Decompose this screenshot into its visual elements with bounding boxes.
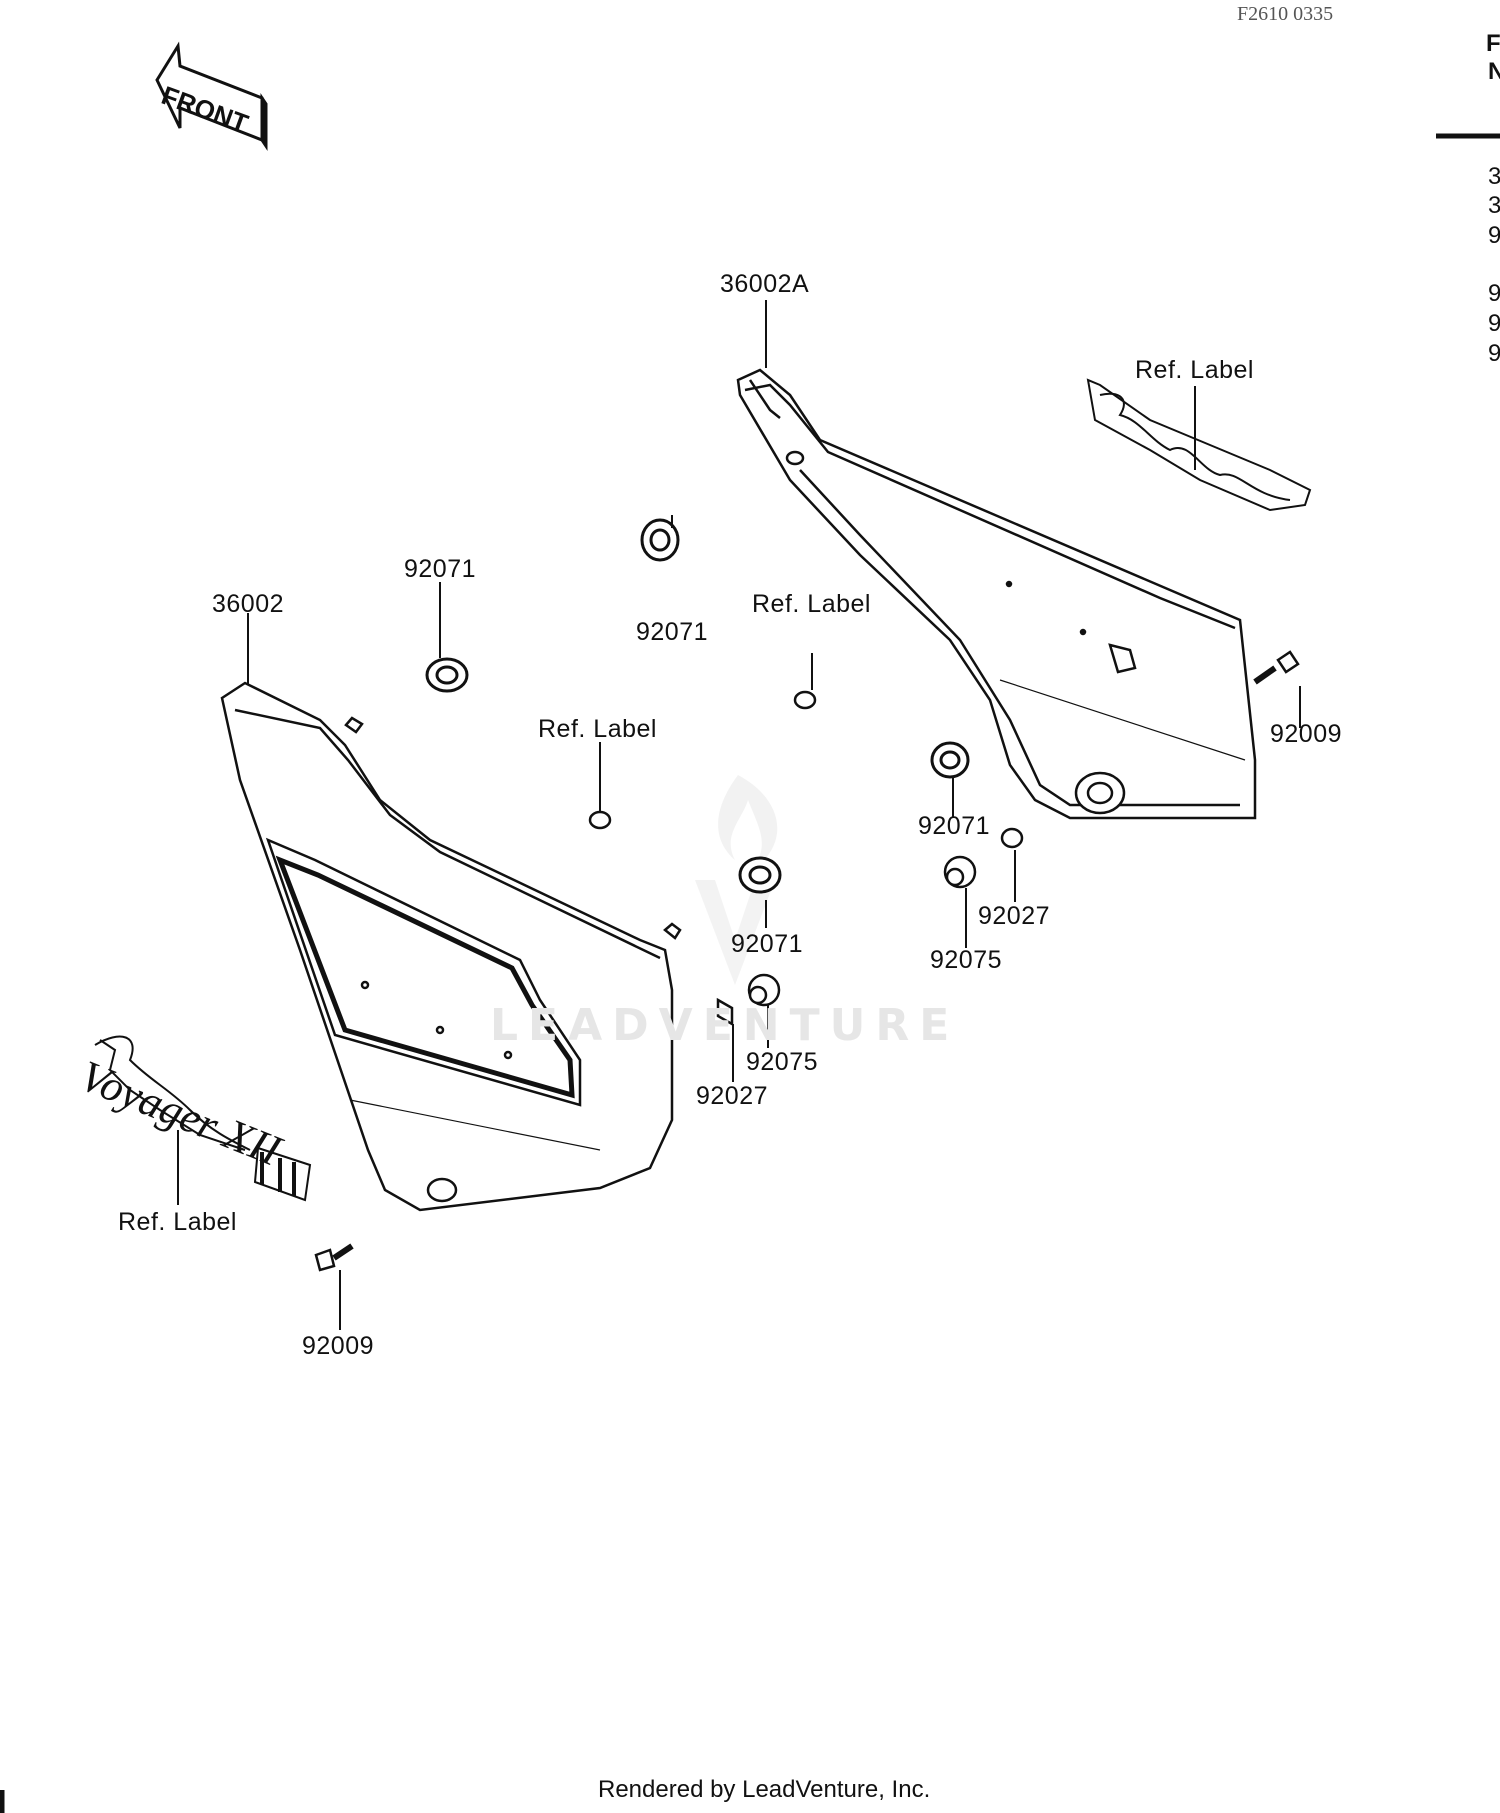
watermark-logo-icon [695, 775, 778, 985]
footer-credit: Rendered by LeadVenture, Inc. [598, 1776, 931, 1803]
label-92071-b: 92071 [636, 618, 709, 646]
label-92075-right: 92075 [930, 946, 1003, 974]
label-92009-left: 92009 [302, 1332, 375, 1360]
label-92009-right: 92009 [1270, 720, 1343, 748]
edge-fragment: 9 [1488, 280, 1500, 307]
label-92071-c: 92071 [918, 812, 991, 840]
bolt-92009-icon [314, 650, 1300, 1272]
label-92027-right: 92027 [978, 902, 1051, 930]
ref-code: F2610 0335 [1237, 3, 1334, 25]
side-cover-right [736, 368, 1257, 820]
edge-fragment: 9 [1488, 340, 1500, 367]
label-ref-center: Ref. Label [538, 715, 657, 743]
grommet-92071-icon [425, 518, 970, 894]
edge-fragment: 3 [1488, 163, 1500, 190]
clip-icon [588, 690, 1024, 1027]
edge-fragment: F [1486, 30, 1500, 57]
watermark-text: LEADVENTURE [490, 1000, 960, 1051]
label-36002a: 36002A [720, 270, 810, 298]
leader-lines [177, 300, 1301, 1330]
edge-fragment: 9 [1488, 310, 1500, 337]
edge-fragment: 9 [1488, 222, 1500, 249]
label-92071-a: 92071 [404, 555, 477, 583]
front-arrow-icon [155, 41, 268, 151]
emblem-voyager-icon [94, 1035, 312, 1202]
label-ref-left: Ref. Label [752, 590, 871, 618]
label-92027-left: 92027 [696, 1082, 769, 1110]
label-36002: 36002 [212, 590, 285, 618]
emblem-right-icon [1086, 378, 1312, 512]
side-cover-left [220, 681, 682, 1212]
edge-fragment: N [1488, 58, 1500, 85]
label-ref-emblem-right: Ref. Label [1135, 356, 1254, 384]
label-92071-d: 92071 [731, 930, 804, 958]
label-92075-left: 92075 [746, 1048, 819, 1076]
edge-fragment: 3 [1488, 192, 1500, 219]
label-ref-voyager: Ref. Label [118, 1208, 237, 1236]
